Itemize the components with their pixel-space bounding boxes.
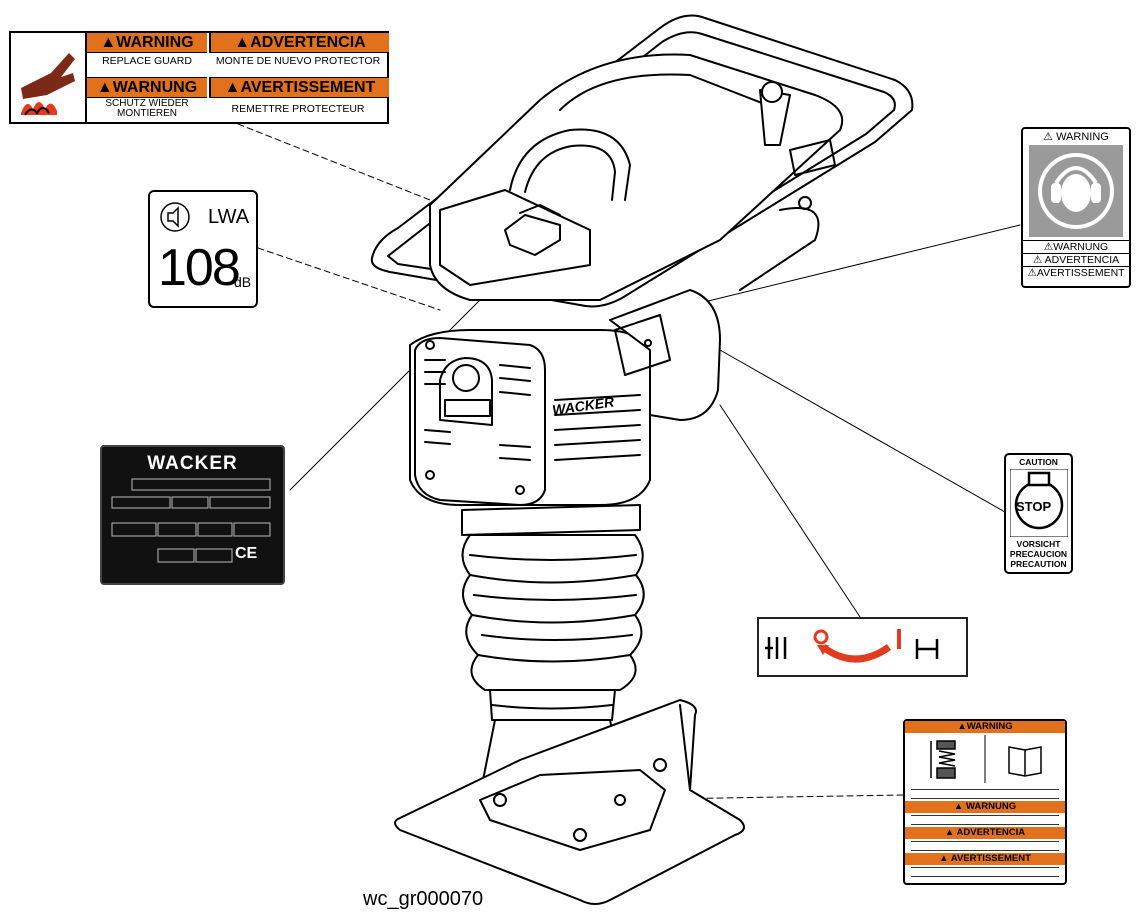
manual-book-icon bbox=[1008, 746, 1042, 777]
caution-en: CAUTION bbox=[1019, 457, 1058, 467]
nameplate: WACKER CE bbox=[100, 445, 285, 585]
ce-mark: CE bbox=[235, 545, 258, 562]
hand-hazard-pictogram bbox=[11, 33, 87, 122]
stop-text: STOP bbox=[1016, 499, 1052, 514]
lwa-symbol: LWA bbox=[208, 206, 250, 228]
ear-warning-fr: ⚠AVERTISSEMENT bbox=[1023, 266, 1129, 279]
speaker-icon bbox=[160, 202, 190, 232]
ear-warning-es: ⚠ ADVERTENCIA bbox=[1023, 253, 1129, 266]
warning-text-en: REPLACE GUARD bbox=[102, 55, 192, 67]
sound-value: 108 bbox=[158, 239, 241, 297]
engine-stop-caution-label: CAUTION STOP VORSICHT PRECAUCION PRECAUT… bbox=[1004, 453, 1073, 574]
warning-header-es: ▲ADVERTENCIA bbox=[209, 33, 389, 53]
sound-power-label: LWA 108 dB bbox=[148, 190, 258, 308]
throttle-arrow-icon bbox=[813, 629, 901, 663]
ear-warning-de: ⚠WARNUNG bbox=[1023, 240, 1129, 253]
nameplate-fields bbox=[111, 478, 271, 563]
nameplate-brand: WACKER bbox=[147, 453, 238, 474]
ear-protection-label: ⚠ WARNING ⚠WARNUNG ⚠ ADVERTENCIA ⚠AVERTI… bbox=[1021, 127, 1131, 288]
spring-warning-en: ▲WARNING bbox=[905, 721, 1065, 733]
spring-fine-print-de bbox=[911, 815, 1059, 825]
warning-header-de: ▲WARNUNG bbox=[87, 77, 207, 98]
warning-header-fr: ▲AVERTISSEMENT bbox=[209, 77, 389, 98]
warning-text-fr: REMETTRE PROTECTEUR bbox=[231, 103, 365, 115]
caution-es: PRECAUCION bbox=[1009, 549, 1068, 559]
spring-warning-de: ▲ WARNUNG bbox=[905, 801, 1065, 813]
warning-text-es: MONTE DE NUEVO PROTECTOR bbox=[215, 55, 381, 67]
idle-icon bbox=[765, 637, 787, 659]
sound-unit: dB bbox=[234, 274, 252, 290]
compressed-spring-icon bbox=[930, 740, 956, 779]
throttle-label bbox=[757, 617, 968, 677]
caution-de: VORSICHT bbox=[1016, 539, 1061, 549]
figure-caption: wc_gr000070 bbox=[363, 888, 484, 910]
full-throttle-icon bbox=[915, 639, 939, 659]
spring-warning-es: ▲ ADVERTENCIA bbox=[905, 827, 1065, 839]
warning-header-en: ▲WARNING bbox=[87, 33, 207, 53]
ear-warning-en: ⚠ WARNING bbox=[1043, 131, 1109, 143]
ear-protection-icon bbox=[1029, 145, 1123, 237]
spring-warning-label: ▲WARNING ▲ WARNUNG ▲ ADVERTENCIA ▲ AVERT… bbox=[903, 719, 1067, 885]
leader-lines bbox=[237, 123, 1021, 801]
spring-fine-print-fr bbox=[911, 867, 1059, 877]
spring-fine-print-es bbox=[911, 841, 1059, 851]
spring-warning-fr: ▲ AVERTISSEMENT bbox=[905, 853, 1065, 865]
replace-guard-warning-label: ▲WARNING ▲ADVERTENCIA REPLACE GUARD MONT… bbox=[9, 31, 389, 124]
spring-pictograms bbox=[930, 735, 1042, 783]
stop-knob-icon bbox=[1010, 469, 1068, 537]
caution-fr: PRECAUTION bbox=[1010, 559, 1067, 569]
warning-text-de: SCHUTZ WIEDER MONTIEREN bbox=[105, 98, 189, 119]
spring-fine-print-en bbox=[911, 789, 1059, 799]
